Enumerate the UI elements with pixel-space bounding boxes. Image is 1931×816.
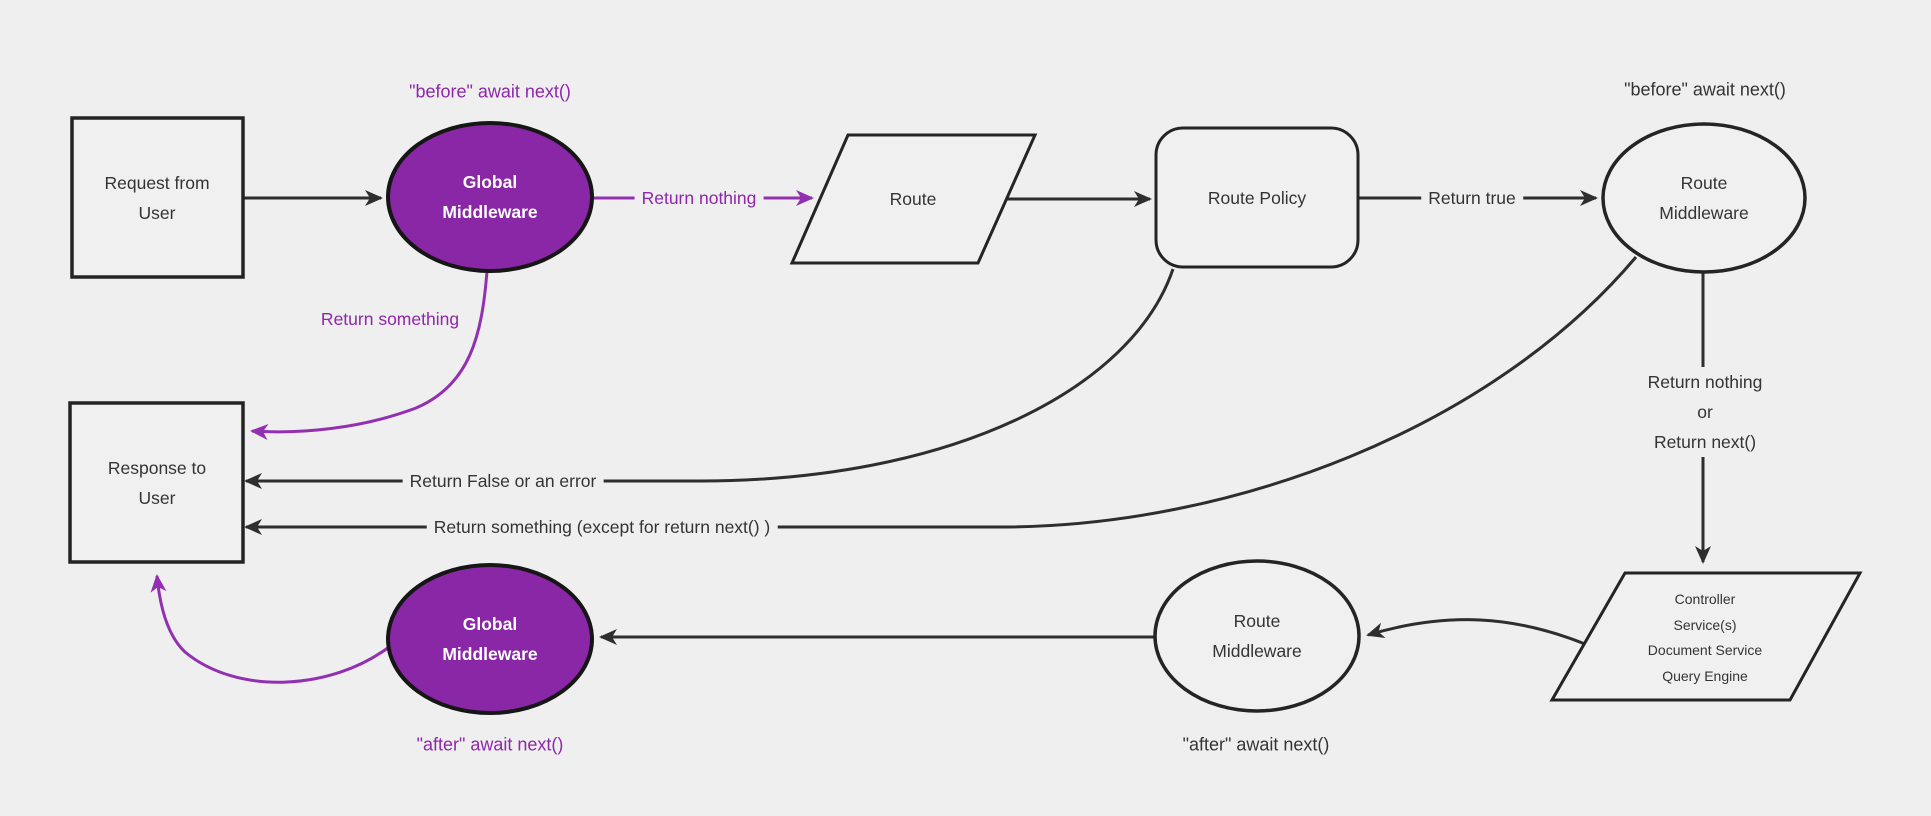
edge-controller-to-route-middleware — [1366, 618, 1586, 646]
route-middleware-bottom-label: Route Middleware — [1212, 611, 1302, 661]
edge-label-return-nothing-or-next: Return nothing or Return next() — [1640, 367, 1770, 457]
global-middleware-bottom-shape — [386, 563, 594, 715]
edge-label-after-bottom-left: "after" await next() — [416, 734, 564, 755]
route-policy-node-label: Route Policy — [1207, 188, 1307, 208]
controller-node-shape — [1549, 571, 1863, 702]
response-node-label: Response to User — [107, 458, 207, 508]
edge-label-return-true: Return true — [1421, 183, 1523, 213]
route-policy-node-shape — [1154, 126, 1360, 269]
edge-global-middleware-to-response — [150, 574, 390, 684]
edge-label-return-something-except: Return something (except for return next… — [426, 512, 778, 542]
global-middleware-top-label: Global Middleware — [442, 172, 538, 222]
response-node-shape — [68, 401, 245, 564]
route-node-shape — [789, 133, 1038, 265]
edge-label-return-false-or-error: Return False or an error — [402, 466, 604, 496]
route-middleware-bottom-shape — [1153, 559, 1361, 713]
global-middleware-top-shape — [386, 121, 594, 273]
edge-label-before-right: "before" await next() — [1624, 79, 1786, 100]
global-middleware-bottom-label: Global Middleware — [442, 614, 538, 664]
route-middleware-top-shape — [1601, 122, 1807, 274]
edge-return-something-except — [244, 256, 1638, 535]
controller-node-label: Controller Service(s) Document Service Q… — [1647, 591, 1763, 684]
request-node-label: Request from User — [104, 173, 210, 223]
edge-label-return-nothing: Return nothing — [634, 183, 764, 213]
edge-label-return-something: Return something — [313, 304, 467, 334]
edge-return-something — [250, 270, 489, 440]
edge-label-after-bottom-middle: "after" await next() — [1182, 734, 1330, 755]
route-node-label: Route — [889, 189, 937, 209]
edge-label-before-top: "before" await next() — [409, 81, 571, 102]
edge-return-false-or-error — [244, 268, 1175, 489]
request-node-shape — [70, 116, 245, 279]
route-middleware-top-label: Route Middleware — [1659, 173, 1749, 223]
